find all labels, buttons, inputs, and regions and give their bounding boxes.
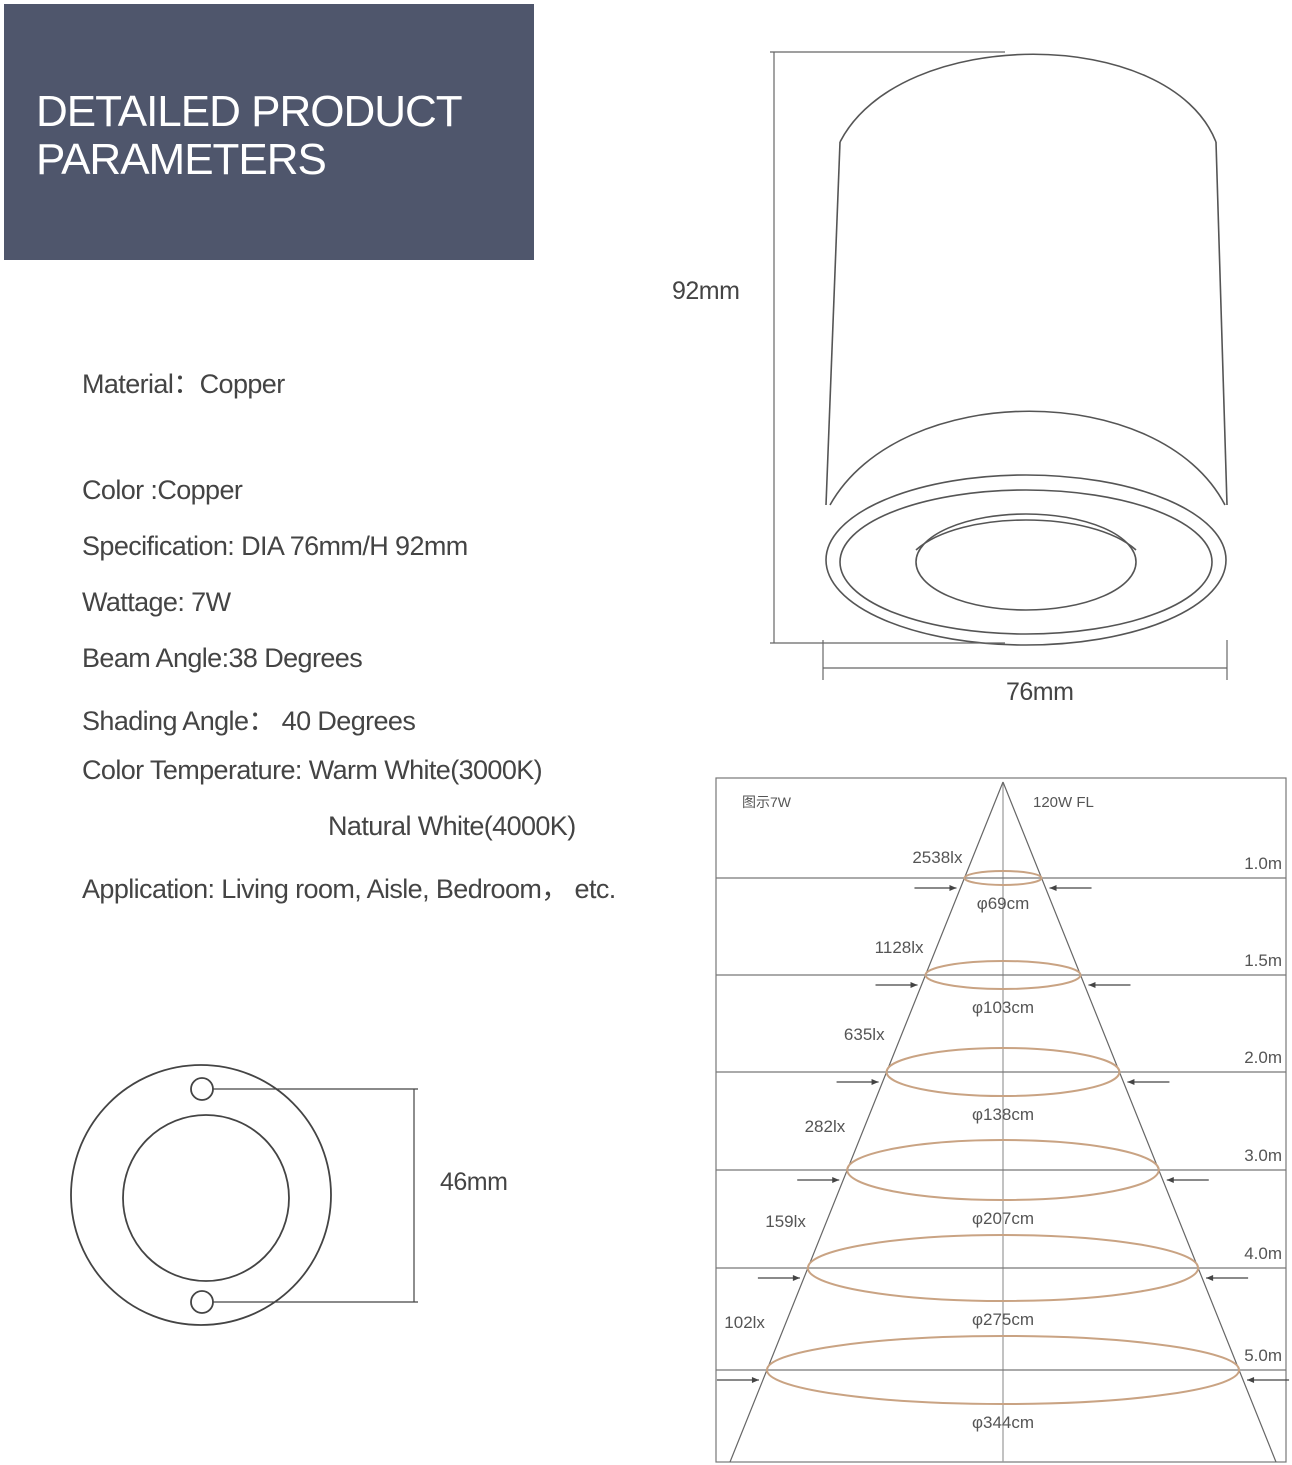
- page-title-line2: PARAMETERS: [36, 135, 327, 184]
- beam-spot-ellipse: [963, 870, 1043, 886]
- beam-cone-right: [1002, 781, 1277, 1463]
- spec-color-temperature: Color Temperature: Warm White(3000K): [82, 755, 543, 785]
- beam-lux-label: 635lx: [844, 1025, 885, 1044]
- beam-distance-label: 5.0m: [1244, 1346, 1282, 1365]
- width-dimension: [822, 640, 1228, 680]
- beam-spot-ellipse: [924, 960, 1082, 990]
- inner-ring: [122, 1114, 290, 1282]
- beam-distance-label: 3.0m: [1244, 1146, 1282, 1165]
- outer-ring: [70, 1064, 332, 1326]
- cylinder-right-edge: [1215, 141, 1228, 506]
- beam-diameter-label: φ69cm: [977, 894, 1030, 913]
- beam-lux-label: 282lx: [805, 1117, 846, 1136]
- hole-label: 46mm: [440, 1168, 508, 1196]
- spec-shading-angle: Shading Angle： 40 Degrees: [82, 706, 416, 736]
- beam-spot-ellipse: [885, 1047, 1121, 1097]
- beam-diameter-label: φ138cm: [972, 1105, 1034, 1124]
- beam-chart-left-label: 图示7W: [742, 794, 792, 810]
- beam-lux-label: 1128lx: [875, 938, 924, 957]
- beam-diameter-label: φ275cm: [972, 1310, 1034, 1329]
- beam-distance-label: 1.0m: [1244, 854, 1282, 873]
- cylinder-lens-inner: [915, 519, 1137, 551]
- beam-diameter-label: φ207cm: [972, 1209, 1034, 1228]
- arrow-head: [1088, 982, 1096, 988]
- screw-hole-bottom: [190, 1290, 214, 1314]
- cylinder-side-view: [825, 53, 1228, 646]
- spec-application: Application: Living room, Aisle, Bedroom…: [82, 874, 616, 904]
- beam-spot-ellipse: [806, 1234, 1200, 1302]
- beam-spot-ellipse: [846, 1139, 1160, 1201]
- beam-lux-label: 102lx: [724, 1313, 765, 1332]
- arrow-head: [1206, 1275, 1214, 1281]
- beam-chart-frame: [715, 777, 1287, 1463]
- arrow-head: [751, 1377, 759, 1383]
- beam-cone-left: [729, 781, 1004, 1463]
- top-view-ring: [70, 1064, 418, 1326]
- beam-diameter-label: φ344cm: [972, 1413, 1034, 1432]
- height-label: 92mm: [672, 277, 740, 305]
- beam-spot-ellipse: [765, 1335, 1241, 1405]
- beam-distance-label: 4.0m: [1244, 1244, 1282, 1263]
- spec-specification: Specification: DIA 76mm/H 92mm: [82, 531, 468, 561]
- beam-lux-label: 159lx: [765, 1212, 806, 1231]
- arrow-head: [1127, 1079, 1135, 1085]
- cylinder-lens-opening: [915, 513, 1137, 611]
- arrow-head: [792, 1275, 800, 1281]
- spec-color: Color :Copper: [82, 475, 243, 505]
- beam-chart: [715, 777, 1290, 1463]
- page-title-line1: DETAILED PRODUCT: [36, 87, 463, 136]
- beam-distance-label: 1.5m: [1244, 951, 1282, 970]
- spec-color-temperature-2: Natural White(4000K): [328, 811, 576, 841]
- cylinder-base-band: [829, 410, 1226, 506]
- height-dimension: [770, 51, 1005, 644]
- screw-hole-top: [190, 1077, 214, 1101]
- cylinder-left-edge: [825, 141, 841, 506]
- arrow-head: [1247, 1377, 1255, 1383]
- cylinder-bottom-inner-rim: [839, 489, 1213, 635]
- beam-distance-label: 2.0m: [1244, 1048, 1282, 1067]
- spec-wattage: Wattage: 7W: [82, 587, 231, 617]
- arrow-head: [910, 982, 918, 988]
- width-label: 76mm: [1006, 678, 1074, 706]
- page-title: DETAILED PRODUCT PARAMETERS: [36, 87, 463, 184]
- arrow-head: [1049, 885, 1057, 891]
- arrow-head: [949, 885, 957, 891]
- beam-diameter-label: φ103cm: [972, 998, 1034, 1017]
- arrow-head: [1166, 1177, 1174, 1183]
- header-banner: [4, 4, 534, 260]
- arrow-head: [871, 1079, 879, 1085]
- cylinder-bottom-rim: [825, 474, 1227, 646]
- cylinder-top-edge: [839, 53, 1217, 143]
- arrow-head: [832, 1177, 840, 1183]
- beam-lux-label: 2538lx: [912, 848, 963, 867]
- beam-chart-right-label: 120W FL: [1033, 794, 1094, 811]
- spec-beam-angle: Beam Angle:38 Degrees: [82, 643, 363, 673]
- spec-material: Material：Copper: [82, 369, 285, 399]
